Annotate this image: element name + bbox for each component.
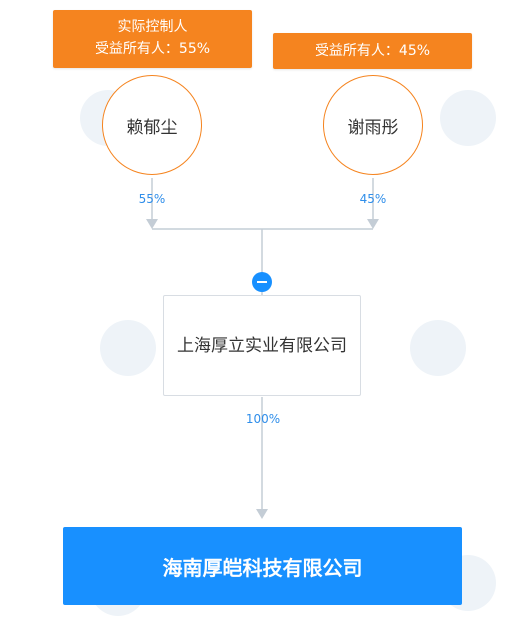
watermark-logo [410,320,466,376]
arrow-left [146,219,158,229]
edge-pct-right: 45% [359,192,387,206]
actual-controller-tag: 实际控制人 受益所有人：55% [53,10,252,68]
edge-pct-left: 55% [138,192,166,206]
minus-circle-icon [257,281,267,283]
intermediate-company-node[interactable]: 上海厚立实业有限公司 [163,295,361,396]
person-name-left: 赖郁尘 [126,117,178,138]
beneficial-owner-label-right: 受益所有人：45% [314,43,431,59]
arrow-right [367,219,379,229]
target-company-node[interactable]: 海南厚皑科技有限公司 [63,527,462,605]
watermark-logo [440,90,496,146]
watermark-logo [100,320,156,376]
arrow-down [256,509,268,519]
person-node-right[interactable]: 谢雨彤 [323,75,423,175]
person-node-left[interactable]: 赖郁尘 [102,75,202,175]
actual-controller-label: 实际控制人 [117,19,188,35]
collapse-button[interactable] [252,272,272,292]
beneficial-owner-label-left: 受益所有人：55% [94,41,211,57]
target-company-name: 海南厚皑科技有限公司 [162,555,363,580]
beneficial-owner-tag-right: 受益所有人：45% [273,33,472,69]
person-name-right: 谢雨彤 [347,117,399,138]
intermediate-company-name: 上海厚立实业有限公司 [177,335,347,356]
edge-pct-mid: 100% [245,412,281,426]
